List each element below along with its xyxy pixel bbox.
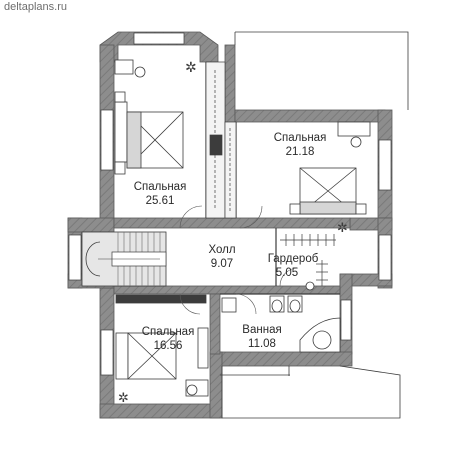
room-label-hall: Холл 9.07 [208,244,235,270]
bedroom-1-furniture [114,59,184,175]
svg-text:Холл: Холл [208,244,235,256]
room-label-bedroom-3: Спальная 16.56 [142,326,195,352]
plant-icon-3: ✲ [118,390,129,405]
svg-text:21.18: 21.18 [286,146,315,158]
svg-text:Спальная: Спальная [274,132,327,144]
plant-icon-2: ✲ [337,220,348,235]
balcony-outlines [220,31,409,419]
plant-icon: ✲ [185,59,197,75]
svg-text:Ванная: Ванная [242,324,281,336]
bedroom-2-furniture [289,121,371,215]
svg-text:16.56: 16.56 [154,340,183,352]
svg-text:Спальная: Спальная [134,181,187,193]
site-watermark: deltaplans.ru [4,1,67,13]
room-label-bedroom-1: Спальная 25.61 [134,181,187,207]
svg-text:25.61: 25.61 [146,195,175,207]
svg-text:9.07: 9.07 [211,258,233,270]
svg-text:Спальная: Спальная [142,326,195,338]
bedroom-3-furniture [115,294,209,397]
room-label-wardrobe: Гардероб 5.05 [268,253,319,279]
room-label-bedroom-2: Спальная 21.18 [274,132,327,158]
staircase [81,231,167,287]
closet-shelving [205,61,237,219]
bathroom-fixtures [221,281,341,353]
svg-text:5.05: 5.05 [276,267,298,279]
room-label-bathroom: Ванная 11.08 [242,324,281,350]
wardrobe-rails [280,234,336,286]
door-swings [179,205,299,315]
windows [68,32,392,376]
svg-text:Гардероб: Гардероб [268,253,319,265]
svg-text:11.08: 11.08 [248,338,276,350]
